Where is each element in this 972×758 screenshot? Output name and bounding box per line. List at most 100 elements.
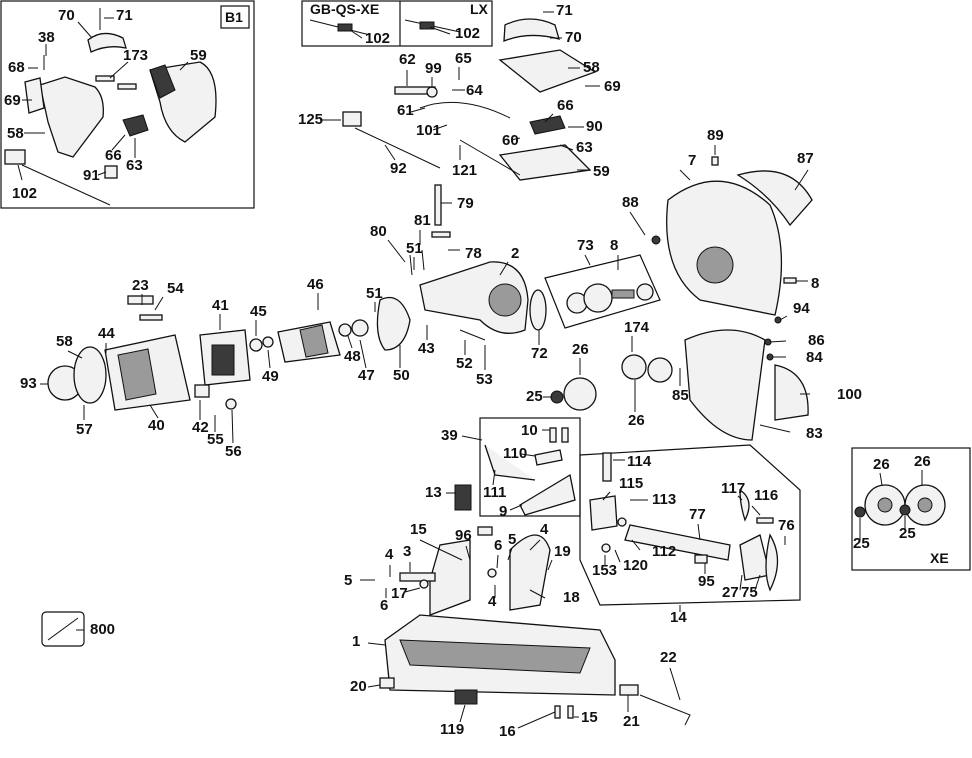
- part-number-label: 93: [20, 375, 37, 392]
- part-number-label: 42: [192, 419, 209, 436]
- blade-guard: [651, 156, 813, 324]
- part-number-label: 27: [722, 584, 739, 601]
- part-number-label: 57: [76, 421, 93, 438]
- part-number-label: 85: [672, 387, 689, 404]
- leader-line: [794, 169, 809, 191]
- part-number-label: 101: [416, 122, 441, 139]
- part-number-label: 19: [554, 543, 571, 560]
- part-number-label: 1: [352, 633, 360, 650]
- part-number-label: 121: [452, 162, 477, 179]
- part-number-label: 174: [624, 319, 650, 336]
- leader-line: [751, 505, 761, 516]
- part-number-label: 45: [250, 303, 267, 320]
- part-number-label: 94: [793, 300, 810, 317]
- svg-text:LX: LX: [470, 1, 489, 17]
- part-number-label: 86: [808, 332, 825, 349]
- svg-text:GB-QS-XE: GB-QS-XE: [310, 1, 379, 17]
- part-number-label: 119: [440, 721, 464, 738]
- leader-line: [529, 589, 546, 599]
- part-number-label: 87: [797, 150, 814, 167]
- part-number-label: 80: [370, 223, 387, 240]
- part-number-label: 60: [502, 132, 519, 149]
- svg-text:B1: B1: [225, 9, 243, 25]
- part-number-label: 63: [576, 139, 593, 156]
- gear-housing: [409, 184, 547, 341]
- inset-xe: XE: [851, 447, 971, 571]
- svg-text:XE: XE: [930, 550, 949, 566]
- part-number-label: 52: [456, 355, 473, 372]
- part-number-label: 75: [741, 584, 758, 601]
- part-number-label: 44: [98, 325, 115, 342]
- leader-line: [669, 667, 681, 701]
- leader-line: [520, 453, 536, 457]
- part-number-label: 56: [225, 443, 242, 460]
- part-number-label: 59: [190, 47, 207, 64]
- part-number-label: 61: [397, 102, 414, 119]
- part-number-label: 65: [455, 50, 472, 67]
- part-number-label: 48: [344, 348, 361, 365]
- part-number-label: 115: [619, 475, 643, 492]
- leader-line: [149, 404, 159, 419]
- part-87: [736, 170, 813, 227]
- part-number-label: 73: [577, 237, 594, 254]
- part-number-label: 102: [12, 185, 37, 202]
- leader-line: [17, 164, 23, 181]
- part-number-label: 4: [488, 593, 497, 610]
- part-number-label: 102: [365, 30, 390, 47]
- part-number-label: 78: [465, 245, 482, 262]
- leader-line: [510, 137, 521, 141]
- part-50: [376, 296, 411, 351]
- part-number-label: 13: [425, 484, 442, 501]
- leader-line: [404, 587, 421, 593]
- leader-line: [77, 21, 93, 39]
- part-number-label: 120: [623, 557, 648, 574]
- part-number-label: 15: [410, 521, 427, 538]
- inset-gb-lx: GB-QS-XE LX: [301, 0, 493, 47]
- part-number-label: 53: [476, 371, 493, 388]
- part-number-label: 90: [586, 118, 603, 135]
- part-number-label: 43: [418, 340, 435, 357]
- part-number-label: 92: [390, 160, 407, 177]
- leader-line: [769, 340, 787, 343]
- part-number-label: 113: [652, 491, 676, 508]
- leader-line: [879, 472, 883, 486]
- leader-line: [384, 144, 396, 161]
- part-number-label: 70: [565, 29, 582, 46]
- part-number-label: 111: [483, 484, 506, 501]
- part-number-label: 102: [455, 25, 480, 42]
- part-number-label: 76: [778, 517, 795, 534]
- part-number-label: 63: [126, 157, 143, 174]
- leader-line: [584, 254, 591, 266]
- part-number-label: 6: [494, 537, 502, 554]
- leader-line: [359, 339, 367, 369]
- part-number-label: 20: [350, 678, 367, 695]
- leader-line: [347, 335, 353, 349]
- part-number-label: 69: [604, 78, 621, 95]
- part-number-label: 100: [837, 386, 862, 403]
- leader-line: [629, 211, 646, 236]
- part-number-label: 26: [572, 341, 589, 358]
- part-number-label: 71: [556, 2, 573, 19]
- part-number-label: 77: [689, 506, 706, 523]
- part-number-label: 5: [508, 531, 516, 548]
- leader-line: [754, 574, 761, 591]
- part-number-label: 95: [698, 573, 715, 590]
- part-number-label: 72: [531, 345, 548, 362]
- part-number-label: 99: [425, 60, 442, 77]
- part-number-label: 9: [499, 503, 507, 520]
- part-83: [684, 329, 766, 441]
- leader-line: [614, 549, 621, 563]
- part-number-label: 81: [414, 212, 431, 229]
- part-number-label: 83: [806, 425, 823, 442]
- part-number-label: 18: [563, 589, 580, 606]
- part-number-label: 800: [90, 621, 115, 638]
- leader-line: [97, 171, 107, 176]
- upper-handle-parts: [342, 18, 597, 181]
- part-number-label: 26: [873, 456, 890, 473]
- leader-line: [697, 523, 701, 541]
- leader-line: [432, 124, 448, 131]
- leader-line: [509, 504, 523, 511]
- leader-line: [529, 539, 541, 551]
- leader-line: [267, 349, 271, 369]
